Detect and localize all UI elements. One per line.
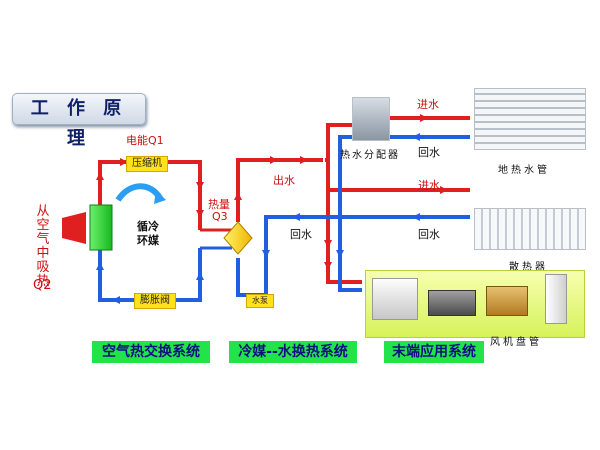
pipe-cold-to-pump [236,215,340,297]
system-refrigerant-water-label: 冷媒--水换热系统 [229,341,357,363]
water-pump-label: 水泵 [246,294,274,308]
cassette-unit-image [372,278,418,320]
distributor-image [352,97,390,141]
radiator-label: 散热器 [509,262,548,273]
arrow-cold [112,296,120,304]
heat-q3-label: Q3 [212,210,228,223]
expansion-valve-label: 膨胀阀 [134,293,176,309]
ducted-unit-image [428,290,476,316]
pump-icon [223,221,253,255]
arrow-hot [270,156,278,164]
pipe-cold-return [338,135,470,292]
cycle-arrow-icon [115,183,163,202]
arrow-cold [412,133,420,141]
water-return-mid-label: 回水 [290,228,312,241]
arrow-hot [96,172,104,180]
arrow-hot [324,262,332,270]
arrow-cold [96,262,104,270]
arrow-hot [440,186,448,194]
heat-label: 热量 [208,198,230,211]
arrow-hot [120,158,128,166]
fan-coil-label: 风机盘管 [490,337,542,348]
arrow-hot [234,192,242,200]
water-in-label-2: 进水 [418,179,440,192]
page-title: 工 作 原 理 [12,93,146,149]
water-return-label-1: 回水 [418,146,440,159]
system-terminal-label: 末端应用系统 [384,341,484,363]
water-out-label: 出水 [273,174,295,187]
arrow-cold [262,250,270,258]
arrow-hot [420,114,428,122]
pipe-hot-branch-3 [326,190,362,284]
water-return-label-2: 回水 [418,228,440,241]
air-heat-text: 从空气中吸热 [36,204,50,289]
cycle-text-1: 循冷 [137,220,159,233]
cabinet-unit-image [545,274,567,324]
air-intake-icon [62,212,86,244]
arrow-cold [196,272,204,280]
arrow-hot [300,156,308,164]
floor-heating-image [474,88,586,150]
air-heat-q2: Q2 [33,278,52,293]
pipe-hot-riser-inner [241,120,360,222]
pipe-cold-inner [241,221,263,292]
arrow-cold [336,250,344,258]
compressor-label: 压缩机 [126,156,168,172]
pipe-cold-left-inner [103,248,197,297]
power-label: 电能Q1 [126,134,164,147]
arrow-hot [196,182,204,190]
arrow-cold [292,213,300,221]
arrow-hot [324,240,332,248]
evaporator [89,204,113,251]
distributor-label: 热水分配器 [340,150,400,161]
water-in-label-1: 进水 [417,98,439,111]
arrow-cold [412,213,420,221]
system-air-label: 空气热交换系统 [92,341,210,363]
floor-pipe-label: 地热水管 [498,165,550,176]
floor-unit-image [486,286,528,316]
arrow-hot [196,210,204,218]
radiator-image [474,208,586,250]
cycle-text-2: 环媒 [137,234,159,247]
pipe-hot-branch-2 [326,160,470,192]
